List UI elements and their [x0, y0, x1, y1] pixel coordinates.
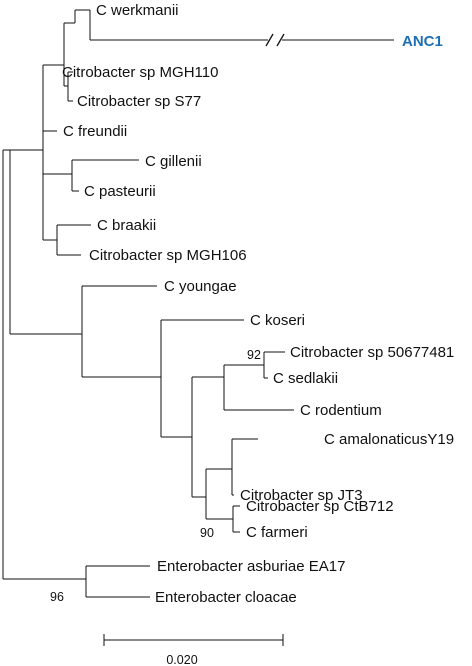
leaf-label-c-koseri: C koseri [250, 312, 305, 329]
leaf-label-c-sedlakii: C sedlakii [273, 370, 338, 387]
leaf-label-anc1: ANC1 [402, 33, 443, 50]
leaf-label-citrobacter-ctb712: Citrobacter sp CtB712 [246, 498, 394, 515]
scale-bar: 0.020 [103, 634, 284, 666]
break-mark-right [276, 33, 285, 47]
tree-branches [2, 9, 394, 598]
leaf-label-enterobacter-cloacae: Enterobacter cloacae [155, 589, 297, 606]
leaf-label-citrobacter-jt3: Citrobacter sp JT3 [240, 487, 363, 504]
leaf-label-c-rodentium: C rodentium [300, 402, 382, 419]
branch-break-marks [265, 33, 285, 47]
scale-bar-label: 0.020 [166, 653, 197, 666]
support-value-enterobacter: 96 [50, 590, 64, 604]
leaf-labels: C werkmanii ANC1 Citrobacter sp MGH110 C… [62, 2, 454, 606]
support-value-50677481-sedlakii: 92 [247, 348, 261, 362]
leaf-label-c-farmeri: C farmeri [246, 524, 308, 541]
leaf-label-c-youngae: C youngae [164, 278, 237, 295]
leaf-label-c-braakii: C braakii [97, 217, 156, 234]
leaf-label-citrobacter-50677481: Citrobacter sp 50677481 [290, 344, 454, 361]
break-mark-left [265, 33, 274, 47]
leaf-label-c-freundii: C freundii [63, 123, 127, 140]
leaf-label-citrobacter-mgh106: Citrobacter sp MGH106 [89, 247, 247, 264]
leaf-label-c-gillenii: C gillenii [145, 153, 202, 170]
leaf-label-c-pasteurii: C pasteurii [84, 183, 156, 200]
leaf-label-c-amalonaticus: C amalonaticusY19 [324, 431, 454, 448]
support-values: 92 90 96 [50, 348, 261, 604]
leaf-label-citrobacter-s77: Citrobacter sp S77 [77, 93, 201, 110]
leaf-label-enterobacter-asburiae: Enterobacter asburiae EA17 [157, 558, 345, 575]
leaf-label-c-werkmanii: C werkmanii [96, 2, 179, 19]
leaf-label-citrobacter-mgh110: Citrobacter sp MGH110 [62, 64, 218, 81]
support-value-ctb712-farmeri: 90 [200, 526, 214, 540]
